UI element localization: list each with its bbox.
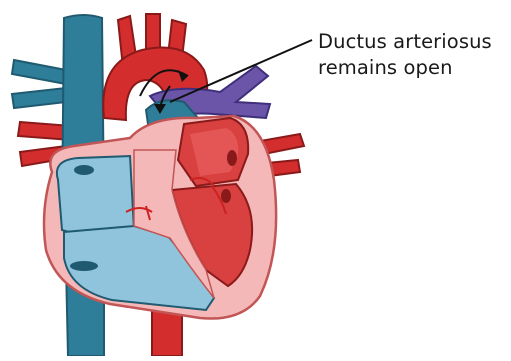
ductus-arteriosus-label: Ductus arteriosus remains open: [318, 29, 508, 81]
label-line-2: remains open: [318, 55, 508, 81]
label-line-1: Ductus arteriosus: [318, 29, 508, 55]
vena-cava-branches: [12, 60, 66, 108]
